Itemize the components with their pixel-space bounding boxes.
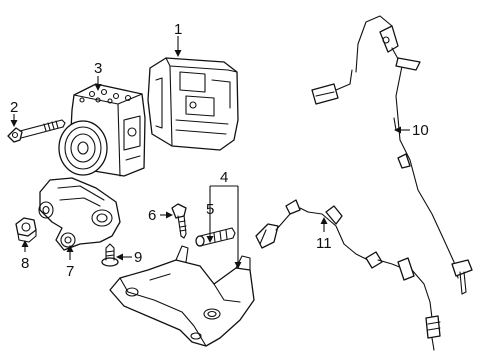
callout-11: 11 xyxy=(316,235,332,252)
lower-bracket-assembly xyxy=(109,245,255,347)
callout-5: 5 xyxy=(206,201,214,218)
callout-8: 8 xyxy=(21,255,29,272)
small-bolt xyxy=(101,243,119,267)
mounting-bracket xyxy=(38,177,121,251)
callout-6: 6 xyxy=(148,207,156,224)
flange-nut xyxy=(15,217,37,243)
long-bolt xyxy=(7,119,66,143)
callout-4: 4 xyxy=(220,169,228,186)
leader-lines xyxy=(10,36,410,269)
abs-control-module xyxy=(147,57,239,151)
callout-1: 1 xyxy=(174,21,182,38)
wheel-speed-sensor-front xyxy=(311,15,473,295)
callout-3: 3 xyxy=(94,60,102,77)
wheel-speed-sensor-rear xyxy=(255,199,441,351)
mounting-bolt xyxy=(171,203,187,239)
pump-motor xyxy=(58,120,108,176)
stud xyxy=(195,227,236,247)
callout-10: 10 xyxy=(412,122,429,139)
callout-9: 9 xyxy=(134,249,142,266)
callout-2: 2 xyxy=(10,99,18,116)
callout-7: 7 xyxy=(66,263,74,280)
